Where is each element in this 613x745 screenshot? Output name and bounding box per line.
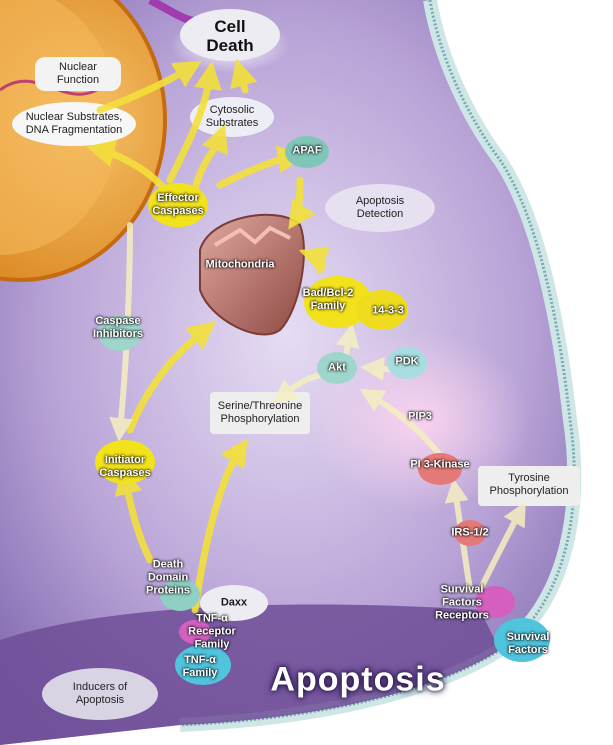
daxx-label: Daxx: [221, 597, 247, 610]
pip3-label: PIP3: [408, 411, 432, 424]
akt-label: Akt: [328, 362, 346, 375]
apoptosis-title: Apoptosis: [270, 661, 445, 700]
pi3-kinase-label: PI 3-Kinase: [410, 459, 469, 472]
mitochondria-label: Mitochondria: [205, 259, 274, 272]
irs-label: IRS-1/2: [451, 527, 488, 540]
p1433-label: 14-3-3: [372, 305, 404, 318]
apaf-label: APAF: [292, 145, 321, 158]
pdk-label: PDK: [395, 356, 418, 369]
nuclear-substrates-label: Nuclear Substrates,DNA Fragmentation: [26, 111, 123, 137]
